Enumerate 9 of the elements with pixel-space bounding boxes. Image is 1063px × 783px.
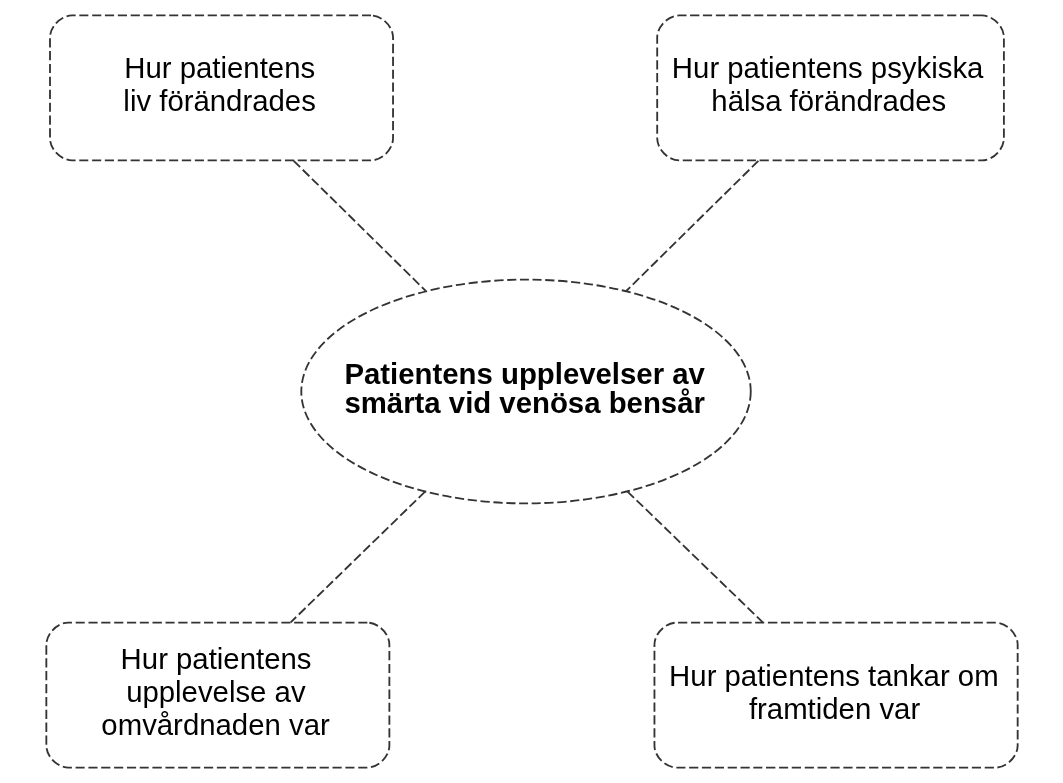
node-box: Hur patientens psykiska hälsa förändrades [655, 14, 1005, 162]
node-box: Hur patientens liv förändrades [48, 14, 394, 162]
connector [289, 490, 426, 624]
connector [626, 490, 764, 624]
connector [625, 159, 759, 292]
node-ellipse: Patientens upplevelser av smärta vid venösa bensår [299, 278, 752, 505]
node-box: Hur patientens upplevelse av omvårdnaden var [44, 621, 390, 769]
node-box: Hur patientens tankar om framtiden var [653, 621, 1019, 769]
connector [292, 159, 426, 292]
